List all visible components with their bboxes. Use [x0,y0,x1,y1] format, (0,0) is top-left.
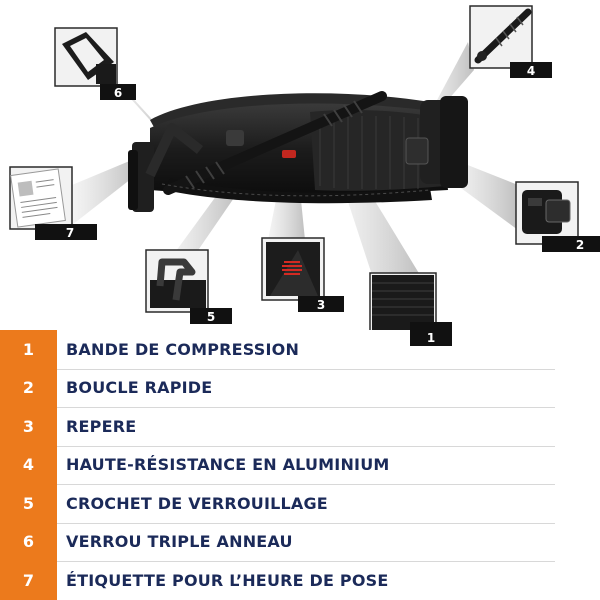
legend-label-4: HAUTE-RÉSISTANCE EN ALUMINIUM [66,455,390,475]
legend-row-4: 4 HAUTE-RÉSISTANCE EN ALUMINIUM [0,445,555,485]
tourniquet-diagram: 4 6 7 2 5 [9,5,600,330]
legend-row-2: 2 BOUCLE RAPIDE [0,368,555,408]
legend-row-1: 1 BANDE DE COMPRESSION [0,330,555,370]
callout-number-7: 7 [66,226,74,240]
callout-1 [369,272,452,330]
callout-number-2: 2 [576,238,584,252]
callout-5: 5 [145,249,232,324]
callout-3: 3 [261,237,344,312]
legend-number-7: 7 [0,561,57,600]
legend-number-2: 2 [0,368,57,407]
legend-number-4: 4 [0,445,57,484]
legend-label-3: REPERE [66,416,137,436]
legend-number-3: 3 [0,407,57,446]
legend-label-5: CROCHET DE VERROUILLAGE [66,493,328,513]
callout-6: 6 [54,27,136,100]
callout-number-1: 1 [426,331,436,345]
legend-row-6: 6 VERROU TRIPLE ANNEAU [0,522,555,562]
callout-number-4: 4 [527,64,535,78]
legend-number-1: 1 [0,330,57,369]
legend-row-5: 5 CROCHET DE VERROUILLAGE [0,484,555,524]
legend-label-6: VERROU TRIPLE ANNEAU [66,532,293,552]
callout-number-3: 3 [317,298,325,312]
legend-row-3: 3 REPERE [0,407,555,447]
legend-row-7: 7 ÉTIQUETTE POUR L’HEURE DE POSE [0,561,555,600]
callout-4: 4 [469,5,552,78]
legend-table: 1 BANDE DE COMPRESSION 2 BOUCLE RAPIDE 3… [0,330,600,600]
legend-number-5: 5 [0,484,57,523]
callout-number-1-tag: 1 [410,330,452,346]
tourniquet-illustration [128,91,468,212]
legend-number-6: 6 [0,522,57,561]
callout-number-5: 5 [207,310,215,324]
legend-label-2: BOUCLE RAPIDE [66,378,213,398]
callout-7: 7 [9,166,97,240]
legend-label-1: BANDE DE COMPRESSION [66,339,300,359]
legend-label-7: ÉTIQUETTE POUR L’HEURE DE POSE [66,570,389,590]
callout-2: 2 [515,181,600,252]
callout-number-6: 6 [114,86,122,100]
